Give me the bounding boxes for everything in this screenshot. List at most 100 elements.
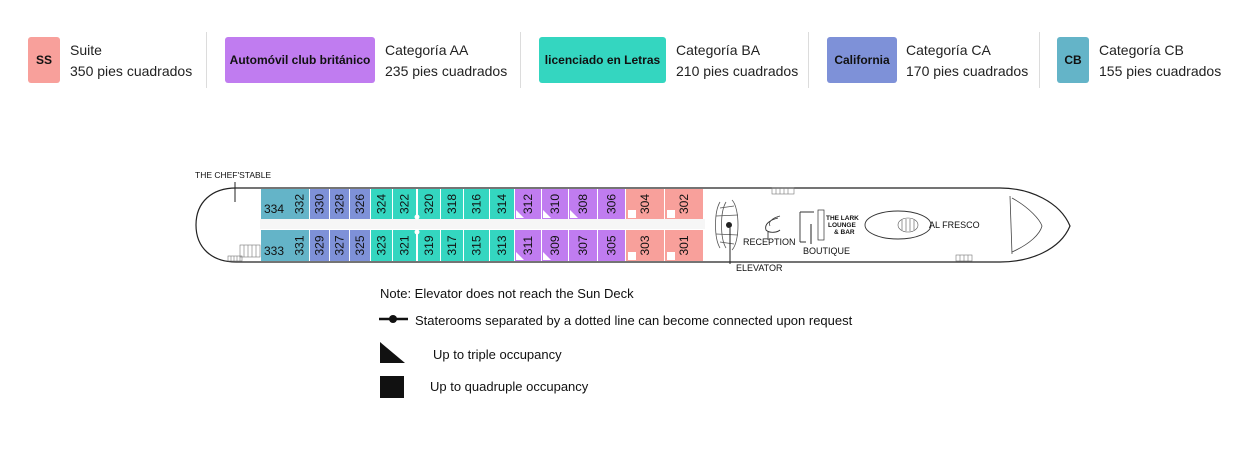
stateroom-332[interactable]: 332 <box>290 189 309 219</box>
quadruple-occupancy-marker <box>628 252 636 260</box>
stateroom-number: 316 <box>470 194 484 214</box>
legend-swatch-aa: Automóvil club británico <box>225 37 375 83</box>
stateroom-329[interactable]: 329 <box>310 230 329 261</box>
legend-item-ss: SS Suite 350 pies cuadrados <box>28 33 198 89</box>
stateroom-304[interactable]: 304 <box>626 189 664 219</box>
boutique-label: BOUTIQUE <box>803 246 850 256</box>
lounge-bar-counter <box>817 209 825 241</box>
stateroom-317[interactable]: 317 <box>441 230 463 261</box>
stateroom-330[interactable]: 330 <box>310 189 329 219</box>
stateroom-308[interactable]: 308 <box>569 189 597 219</box>
stateroom-number: 319 <box>422 235 436 255</box>
stateroom-321[interactable]: 321 <box>393 230 416 261</box>
stateroom-328[interactable]: 328 <box>330 189 349 219</box>
stateroom-fill <box>418 189 440 219</box>
legend-label-ba: Categoría BA 210 pies cuadrados <box>676 40 798 82</box>
elevator-dot <box>726 222 732 228</box>
stateroom-fill <box>490 189 514 219</box>
stateroom-313[interactable]: 313 <box>490 230 514 261</box>
stateroom-fill <box>490 230 514 261</box>
legend-item-aa: Automóvil club británico Categoría AA 23… <box>225 33 515 89</box>
stateroom-319[interactable]: 319 <box>418 230 440 261</box>
stateroom-331[interactable]: 331 <box>290 230 309 261</box>
legend-swatch-ba: licenciado en Letras <box>539 37 666 83</box>
stateroom-316[interactable]: 316 <box>464 189 489 219</box>
stateroom-309[interactable]: 309 <box>542 230 568 261</box>
stateroom-333[interactable]: 333 <box>261 230 290 261</box>
lounge-label-line1: THE LARK <box>826 215 859 222</box>
stateroom-number: 331 <box>293 235 307 255</box>
stateroom-number: 314 <box>495 194 509 214</box>
legend-name-ca: Categoría CA <box>906 42 991 58</box>
legend-item-ba: licenciado en Letras Categoría BA 210 pi… <box>539 33 799 89</box>
stateroom-318[interactable]: 318 <box>441 189 463 219</box>
stateroom-325[interactable]: 325 <box>350 230 370 261</box>
stateroom-fill <box>261 189 290 219</box>
stateroom-322[interactable]: 322 <box>393 189 416 219</box>
stateroom-307[interactable]: 307 <box>569 230 597 261</box>
triple-occupancy-marker <box>516 210 524 218</box>
stateroom-310[interactable]: 310 <box>542 189 568 219</box>
stateroom-fill <box>290 189 309 219</box>
stateroom-fill <box>261 230 290 261</box>
chefs-table-label: THE CHEF'STABLE <box>195 170 271 180</box>
elevator-note: Note: Elevator does not reach the Sun De… <box>380 286 634 301</box>
elevator-label: ELEVATOR <box>736 263 783 273</box>
triple-occupancy-icon <box>380 342 405 363</box>
stateroom-fill <box>598 230 625 261</box>
legend-divider <box>206 32 207 88</box>
stateroom-fill <box>310 189 329 219</box>
stateroom-320[interactable]: 320 <box>418 189 440 219</box>
legend-name-cb: Categoría CB <box>1099 42 1184 58</box>
al-fresco-table <box>864 210 932 240</box>
stateroom-fill <box>350 189 370 219</box>
stateroom-fill <box>371 230 392 261</box>
lounge-label-line3: & BAR <box>834 229 855 236</box>
stateroom-326[interactable]: 326 <box>350 189 370 219</box>
stateroom-fill <box>464 189 489 219</box>
stateroom-315[interactable]: 315 <box>464 230 489 261</box>
stateroom-number: 320 <box>422 194 436 214</box>
stateroom-fill <box>441 230 463 261</box>
stateroom-303[interactable]: 303 <box>626 230 664 261</box>
stateroom-314[interactable]: 314 <box>490 189 514 219</box>
stateroom-312[interactable]: 312 <box>515 189 541 219</box>
triple-occupancy-marker <box>516 252 524 260</box>
stateroom-number: 330 <box>313 194 327 214</box>
al-fresco-grill <box>897 217 919 233</box>
stateroom-number: 323 <box>375 235 389 255</box>
legend-size-ss: 350 pies cuadrados <box>70 63 193 79</box>
stateroom-324[interactable]: 324 <box>371 189 392 219</box>
stateroom-311[interactable]: 311 <box>515 230 541 261</box>
legend-item-ca: California Categoría CA 170 pies cuadrad… <box>827 33 1032 89</box>
stateroom-306[interactable]: 306 <box>598 189 625 219</box>
stateroom-305[interactable]: 305 <box>598 230 625 261</box>
legend-size-cb: 155 pies cuadrados <box>1099 63 1222 79</box>
legend-swatch-ss: SS <box>28 37 60 83</box>
bow-deck-line <box>1009 195 1013 255</box>
stateroom-fill <box>464 230 489 261</box>
stairs-left <box>239 244 261 258</box>
connecting-door-dot <box>414 229 420 235</box>
stateroom-number: 303 <box>638 235 652 255</box>
vent-top-mid <box>771 187 795 195</box>
stateroom-302[interactable]: 302 <box>665 189 703 219</box>
legend-divider <box>1039 32 1040 88</box>
stateroom-327[interactable]: 327 <box>330 230 349 261</box>
stateroom-number: 327 <box>333 235 347 255</box>
al-fresco-label: AL FRESCO <box>929 220 980 230</box>
stateroom-number: 302 <box>677 194 691 214</box>
stateroom-fill <box>441 189 463 219</box>
stateroom-334[interactable]: 334 <box>261 189 290 219</box>
lounge-label-line2: LOUNGE <box>828 222 856 229</box>
legend-item-cb: CB Categoría CB 155 pies cuadrados <box>1057 33 1237 89</box>
stateroom-301[interactable]: 301 <box>665 230 703 261</box>
stateroom-number: 318 <box>445 194 459 214</box>
stateroom-number: 304 <box>638 194 652 214</box>
deck-plan-notes: Note: Elevator does not reach the Sun De… <box>0 280 1252 461</box>
stateroom-number: 315 <box>470 235 484 255</box>
stateroom-323[interactable]: 323 <box>371 230 392 261</box>
corridor <box>260 219 705 229</box>
